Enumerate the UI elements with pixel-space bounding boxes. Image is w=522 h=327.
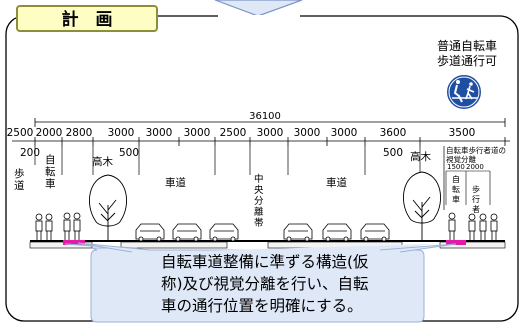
bicycle-pedestrian-sign-icon (445, 73, 483, 111)
sub-dim-left: 200 (20, 147, 40, 159)
overall-width-label: 36100 (249, 111, 281, 122)
dim-label: 3600 (380, 127, 407, 139)
dim-label: 3000 (184, 127, 211, 139)
pedestrian-icons-left (35, 213, 53, 240)
dim-label: 3000 (294, 127, 321, 139)
title-badge (16, 5, 158, 32)
callout-line1: 自転車道整備に準ずる構造(仮 (161, 253, 369, 271)
dim-label: 2500 (220, 127, 247, 139)
label-left-road: 車道 (165, 176, 186, 189)
right-bike-lane (446, 240, 466, 245)
car-icons (135, 223, 390, 242)
dim-label: 3000 (331, 127, 358, 139)
label-median: 中央分離帯 (254, 173, 264, 229)
section-labels: 歩道 自転車 高木 車道 中央分離帯 車道 高木 自転車歩行者道の 視覚分離 自… (14, 145, 506, 229)
top-arrow (214, 0, 303, 17)
callout-line2: 称)及び視覚分離を行い、自転 (161, 275, 369, 293)
label-right-tree: 高木 (410, 150, 431, 163)
label-right-road: 車道 (326, 176, 347, 189)
label-right-header2: 視覚分離 (446, 154, 476, 164)
cyclist-icons-right (448, 212, 456, 240)
callout-text: 自転車道整備に準ずる構造(仮 称)及び視覚分離を行い、自転 車の通行位置を明確に… (97, 250, 419, 320)
label-left-bike: 自転車 (45, 153, 56, 190)
pedestrian-icons-right (468, 213, 498, 240)
sign-line1: 普通自転車 (437, 39, 497, 53)
left-tree-icon (89, 174, 127, 240)
callout-line3: 車の通行位置を明確にする。 (161, 297, 363, 315)
segment-dimensions: 2500 2000 2800 3000 3000 3000 2500 3000 … (7, 127, 476, 139)
dim-label: 3000 (146, 127, 173, 139)
label-right-bike: 自転車 (452, 174, 460, 204)
left-bike-lane (63, 240, 85, 245)
title-badge-text: 計 画 (62, 9, 113, 30)
callout-bubble (64, 242, 457, 323)
cyclist-icons-left (63, 212, 81, 240)
dim-label: 3000 (257, 127, 284, 139)
dim-label: 2800 (66, 127, 93, 139)
sub-dim-right-far: 2000 (466, 163, 484, 171)
dim-label: 3500 (449, 127, 476, 139)
sign-line2: 歩道通行可 (437, 53, 497, 68)
sub-dim-right-right: 1500 (447, 163, 465, 171)
dim-label: 2500 (7, 127, 34, 139)
label-left-tree: 高木 (92, 155, 113, 168)
dim-label: 3000 (108, 127, 135, 139)
label-left-sidewalk: 歩道 (14, 167, 25, 192)
dim-label: 2000 (36, 127, 63, 139)
label-right-ped: 歩行者 (472, 184, 480, 214)
right-tree-icon (403, 171, 441, 240)
label-right-header: 自転車歩行者道の (446, 145, 506, 155)
sub-dim-left-mid: 500 (119, 147, 139, 159)
sub-dim-right-mid: 500 (383, 147, 403, 159)
